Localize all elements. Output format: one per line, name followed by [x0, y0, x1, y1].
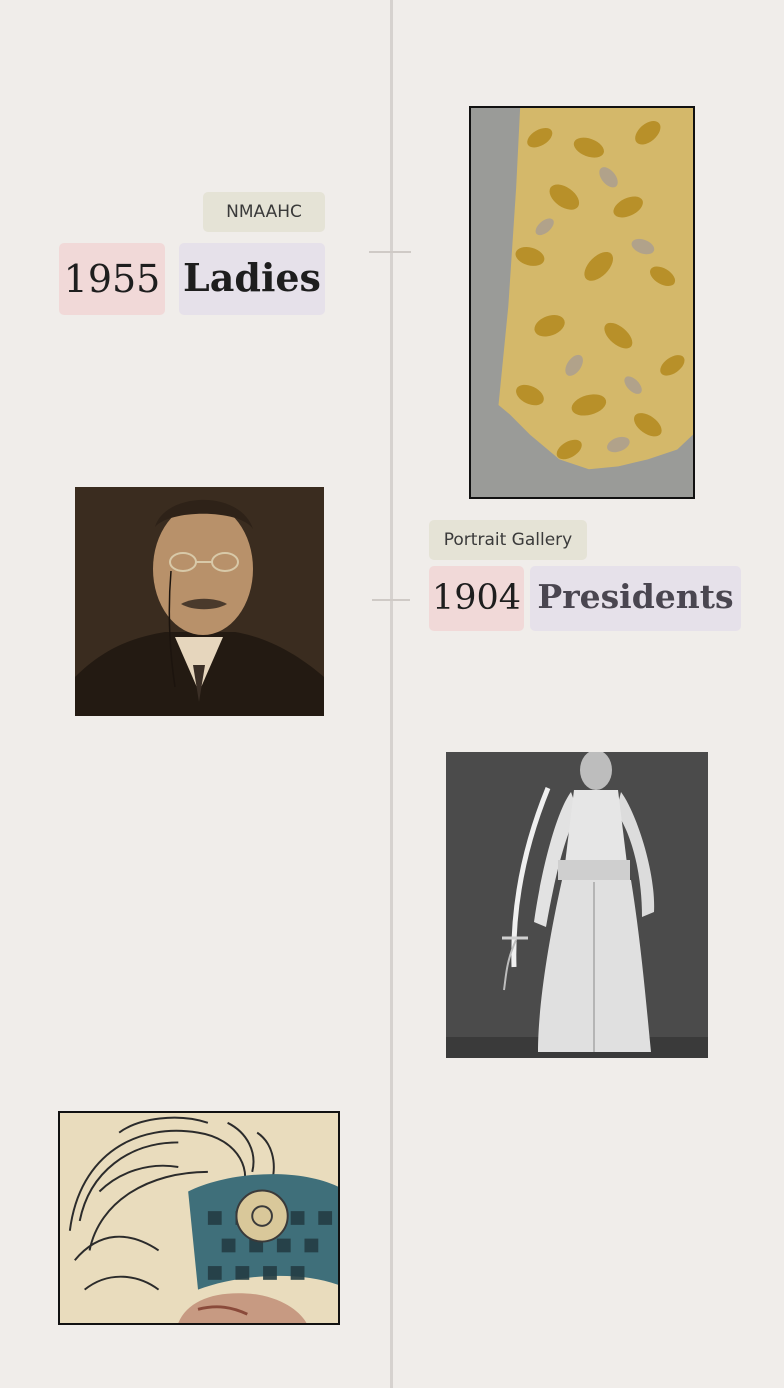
- year-tag[interactable]: 1955: [59, 243, 165, 315]
- timeline-axis: [390, 0, 393, 1388]
- category-tag[interactable]: Ladies: [179, 243, 325, 315]
- category-tag[interactable]: Presidents: [530, 566, 741, 631]
- portrait-image[interactable]: [75, 487, 324, 716]
- bonnet-illustration: [60, 1113, 338, 1323]
- year-tag[interactable]: 1904: [429, 566, 524, 631]
- swordsman-illustration: [446, 752, 708, 1058]
- source-tag[interactable]: NMAAHC: [203, 192, 325, 232]
- bonnet-engraving-image[interactable]: [58, 1111, 340, 1325]
- swordsman-image[interactable]: [446, 752, 708, 1058]
- timeline-connector: [372, 599, 410, 601]
- dress-image[interactable]: [469, 106, 695, 499]
- portrait-illustration: [75, 487, 324, 716]
- dress-illustration: [471, 108, 693, 497]
- timeline-connector: [369, 251, 411, 253]
- source-tag[interactable]: Portrait Gallery: [429, 520, 587, 560]
